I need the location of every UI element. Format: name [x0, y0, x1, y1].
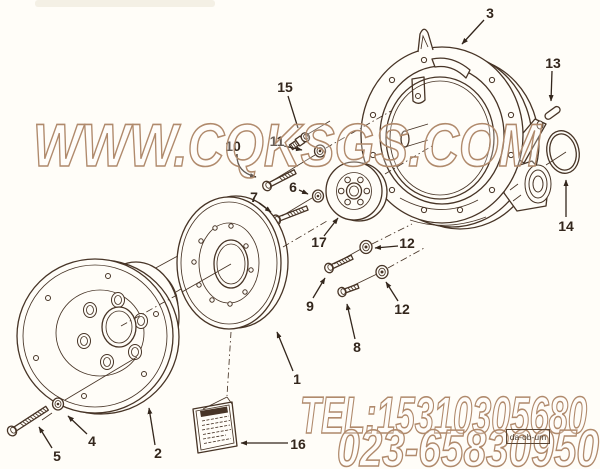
nut-12b: [375, 264, 389, 280]
cropped-text-smudge: [35, 0, 215, 7]
callout-label-14: 14: [558, 218, 574, 234]
callout-label-4: 4: [88, 433, 96, 449]
leader-lines: [41, 110, 567, 421]
pulley-grommets: [77, 292, 148, 370]
housing-top-slot: [431, 57, 471, 79]
callout-label-1: 1: [293, 371, 301, 387]
callout-label-3: 3: [486, 5, 494, 21]
dowel-pin: [544, 105, 561, 120]
callout-label-5: 5: [53, 448, 61, 464]
crankshaft-pulley: [16, 258, 180, 415]
callout-label-6: 6: [289, 179, 297, 195]
hex-bolt-10: [262, 169, 297, 192]
stamp-code-text: da-ob-um: [510, 432, 546, 442]
callout-label-12b: 12: [394, 301, 410, 317]
callout-label-17: 17: [311, 234, 327, 250]
hex-bolt-5: [6, 405, 49, 437]
tel-watermark-line1: TEL:15310305680: [300, 387, 587, 445]
bore-interior: [399, 76, 479, 210]
housing-bolt-holes: [369, 56, 515, 214]
callout-label-9: 9: [306, 298, 314, 314]
callout-label-12a: 12: [399, 235, 415, 251]
callouts: 1 2 3 4 5 6 7 8 9 10 11 12 12 13 14 15 1: [38, 5, 574, 464]
callout-label-10: 10: [225, 138, 241, 154]
site-watermark: WWW.CQKSGS.COM: [33, 112, 543, 179]
washer-4: [51, 397, 65, 411]
callout-label-16: 16: [290, 436, 306, 452]
callout-label-11: 11: [270, 133, 285, 149]
watermarks: WWW.CQKSGS.COM TEL:15310305680 023-65830…: [32, 111, 600, 469]
warning-label-plate: [192, 401, 238, 454]
damper-holes: [191, 223, 254, 307]
nut-12a: [359, 239, 373, 255]
hex-bolt-9: [324, 254, 354, 274]
pulley-rim-holes: [33, 273, 159, 399]
companion-flange: [325, 161, 388, 222]
callout-label-2: 2: [154, 445, 162, 461]
vibration-damper: [176, 195, 289, 330]
flywheel-housing: [360, 28, 552, 230]
washer-6: [311, 189, 325, 203]
washer-11: [313, 144, 327, 158]
callout-label-13: 13: [545, 55, 561, 71]
o-ring-seal: [546, 130, 580, 174]
callout-label-15: 15: [277, 79, 293, 95]
tel-watermark-line2: 023-65830950: [337, 420, 599, 469]
callout-label-7: 7: [250, 189, 258, 205]
stamp-box: da-ob-um: [506, 429, 550, 444]
callout-label-8: 8: [353, 339, 361, 355]
